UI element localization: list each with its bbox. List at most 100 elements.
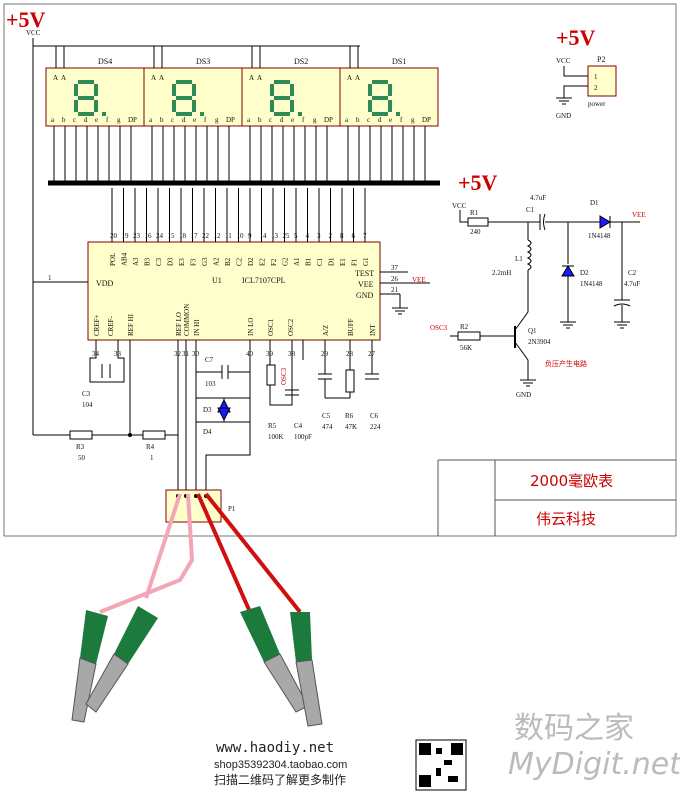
r5-ref: R5	[268, 422, 277, 430]
u1-top-pin-label: F3	[190, 258, 198, 266]
u1-top-pin-num: 8	[340, 232, 344, 240]
u1-top-pin-num: 13	[271, 232, 279, 240]
u1-top-pin-label: D3	[167, 257, 175, 266]
u1-part: ICL7107CPL	[242, 276, 286, 285]
u1-top-pin-label: F2	[270, 258, 278, 266]
u1-top-pin-label: B1	[305, 257, 313, 266]
u1-top-pin-num: 10	[237, 232, 245, 240]
d4-ref: D4	[203, 428, 212, 436]
vdd-pin-label: VDD	[96, 279, 114, 288]
segment-pin-label: b	[160, 116, 164, 124]
u1-bottom-pin-label: CREF+	[93, 314, 101, 336]
u1-top-pin-label: D2	[247, 257, 255, 266]
segment-pin-label: f	[106, 116, 109, 124]
segment-pin-label: g	[411, 116, 415, 124]
plus5v-label-right: +5V	[556, 25, 596, 50]
display-top-pin: A	[61, 74, 66, 82]
q1-gnd-label: GND	[516, 391, 531, 399]
plus5v-label-mid: +5V	[458, 170, 498, 195]
test-pin-label: TEST	[355, 269, 374, 278]
gnd-pin-label: GND	[356, 291, 374, 300]
display-ref: DS4	[98, 57, 112, 66]
r2-value: 56K	[460, 344, 472, 352]
display-top-pin: A	[257, 74, 262, 82]
d2-diode	[561, 265, 575, 277]
u1-top-pin-num: 14	[260, 232, 268, 240]
probe-wire-pink-2	[99, 493, 195, 614]
r2-resistor	[457, 331, 481, 341]
u1-top-pin-num: 12	[214, 232, 222, 240]
vee-net-label-right: VEE	[632, 211, 646, 219]
sheet-border	[3, 3, 677, 537]
u1-top-pin-num: 6	[352, 232, 356, 240]
u1-top-pin-label: G3	[201, 257, 209, 266]
display-ref: DS3	[196, 57, 210, 66]
segment-pin-label: c	[367, 116, 370, 124]
u1-bottom-pin-label: OSC2	[287, 318, 295, 336]
u1-top-pin-label: B2	[224, 257, 232, 266]
vdd-pin-num: 1	[48, 274, 52, 282]
segment-pin-label: DP	[324, 116, 333, 124]
r3-ref: R3	[76, 443, 85, 451]
c6-value: 224	[370, 423, 381, 431]
osc3-pin-label: OSC3	[280, 367, 288, 385]
segment-pin-label: d	[84, 116, 88, 124]
title-block-title: 2000毫欧表	[530, 472, 613, 490]
p1-ref: P1	[228, 505, 236, 513]
segment-pin-label: f	[302, 116, 305, 124]
c1-ref: C1	[526, 206, 535, 214]
segment-pin-label: a	[247, 116, 251, 124]
u1-top-pin-num: 3	[317, 232, 321, 240]
segment-pin-label: d	[378, 116, 382, 124]
d2-value: 1N4148	[580, 280, 603, 288]
segment-pin-label: g	[117, 116, 121, 124]
u1-bottom-pin-label: BUFF	[347, 318, 355, 336]
vee-net-label-u1: VEE	[412, 276, 426, 284]
r4-value: 1	[150, 454, 154, 462]
alligator-clip-2	[85, 606, 158, 713]
test-pin-num: 37	[391, 264, 399, 272]
r1-resistor	[467, 217, 489, 227]
u1-top-pin-label: AB4	[121, 252, 129, 266]
footer-url: www.haodiy.net	[216, 740, 334, 756]
vee-pin-label: VEE	[358, 280, 374, 289]
d2-ref: D2	[580, 269, 589, 277]
segment-pin-label: b	[258, 116, 262, 124]
segment-pin-label: d	[182, 116, 186, 124]
u1-top-pin-num: 16	[145, 232, 153, 240]
u1-top-pin-num: 19	[122, 232, 130, 240]
u1-bottom-pin-label: A/Z	[322, 325, 330, 336]
negv-vcc-label: VCC	[452, 202, 467, 210]
probe-wire-red-2	[204, 492, 302, 614]
u1-bottom-pin-label: IN HI	[193, 319, 201, 336]
r6-value: 47K	[345, 423, 357, 431]
segment-pin-label: DP	[226, 116, 235, 124]
title-block: 2000毫欧表 伟云科技	[437, 459, 676, 536]
p2-header	[587, 65, 617, 97]
c2-value: 4.7uF	[624, 280, 640, 288]
segment-pin-label: DP	[422, 116, 431, 124]
u1-top-pin-num: 22	[202, 232, 210, 240]
qr-code	[415, 739, 467, 791]
u1-ref: U1	[212, 276, 222, 285]
u1-top-pin-label: G1	[362, 257, 370, 266]
c4-value: 100pF	[294, 433, 312, 441]
watermark-en: MyDigit.net	[508, 747, 680, 782]
segment-pin-label: a	[345, 116, 349, 124]
r3-value: 50	[78, 454, 86, 462]
u1-top-pin-num: 11	[225, 232, 232, 240]
display-top-pin: A	[355, 74, 360, 82]
d4-diode	[217, 407, 231, 422]
r5-resistor	[266, 364, 276, 386]
u1-top-pin-label: D1	[328, 257, 336, 266]
osc3-net-label: OSC3	[430, 324, 448, 332]
p2-pin1: 1	[594, 73, 598, 81]
u1-top-pin-label: C3	[155, 257, 163, 266]
q1-ref: Q1	[528, 327, 537, 335]
segment-pin-label: a	[51, 116, 55, 124]
r6-ref: R6	[345, 412, 354, 420]
